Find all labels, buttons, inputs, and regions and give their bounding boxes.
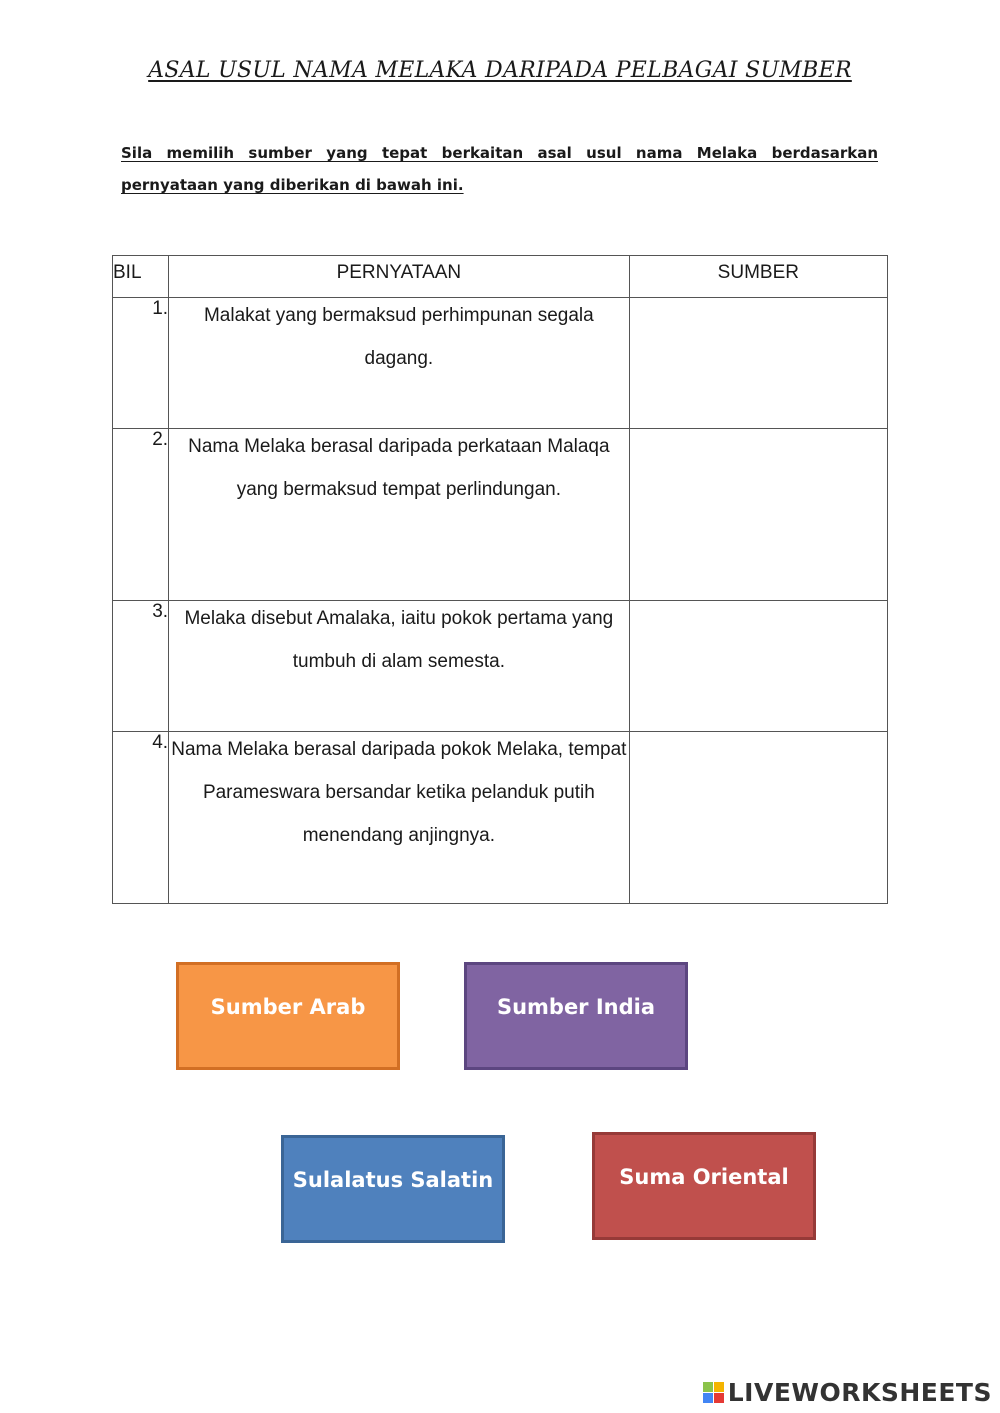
table-row: 2. Nama Melaka berasal daripada perkataa… — [111, 428, 889, 601]
liveworksheets-brand: LIVEWORKSHEETS — [702, 1378, 992, 1407]
answer-drop-zone-4[interactable] — [628, 731, 889, 904]
statement-table: BIL PERNYATAAN SUMBER 1. Malakat yang be… — [111, 255, 889, 904]
worksheet-title: ASAL USUL NAMA MELAKA DARIPADA PELBAGAI … — [148, 58, 852, 83]
answer-drop-zone-1[interactable] — [628, 297, 889, 429]
source-card-sulalatus-salatin[interactable]: Sulalatus Salatin — [281, 1135, 505, 1243]
table-row: 3. Melaka disebut Amalaka, iaitu pokok p… — [111, 600, 889, 732]
row-statement: Malakat yang bermaksud perhimpunan segal… — [168, 297, 630, 429]
row-statement: Melaka disebut Amalaka, iaitu pokok pert… — [168, 600, 630, 732]
brand-name: LIVEWORKSHEETS — [727, 1378, 992, 1407]
source-card-sumber-arab[interactable]: Sumber Arab — [176, 962, 400, 1070]
table-header-row: BIL PERNYATAAN SUMBER — [111, 255, 889, 298]
header-pernyataan: PERNYATAAN — [168, 255, 630, 298]
answer-drop-zone-3[interactable] — [628, 600, 889, 732]
row-statement: Nama Melaka berasal daripada perkataan M… — [168, 428, 630, 601]
row-number: 2. — [111, 428, 170, 601]
row-number: 3. — [111, 600, 170, 732]
row-statement: Nama Melaka berasal daripada pokok Melak… — [168, 731, 630, 904]
instruction-text: Sila memilih sumber yang tepat berkaitan… — [121, 144, 878, 194]
liveworksheets-logo-icon — [702, 1382, 724, 1403]
row-number: 1. — [111, 297, 170, 429]
source-card-sumber-india[interactable]: Sumber India — [464, 962, 688, 1070]
row-number: 4. — [111, 731, 170, 904]
header-sumber: SUMBER — [628, 255, 889, 298]
answer-drop-zone-2[interactable] — [628, 428, 889, 601]
source-card-suma-oriental[interactable]: Suma Oriental — [592, 1132, 816, 1240]
table-row: 4. Nama Melaka berasal daripada pokok Me… — [111, 731, 889, 904]
table-row: 1. Malakat yang bermaksud perhimpunan se… — [111, 297, 889, 429]
header-bil: BIL — [111, 255, 170, 298]
